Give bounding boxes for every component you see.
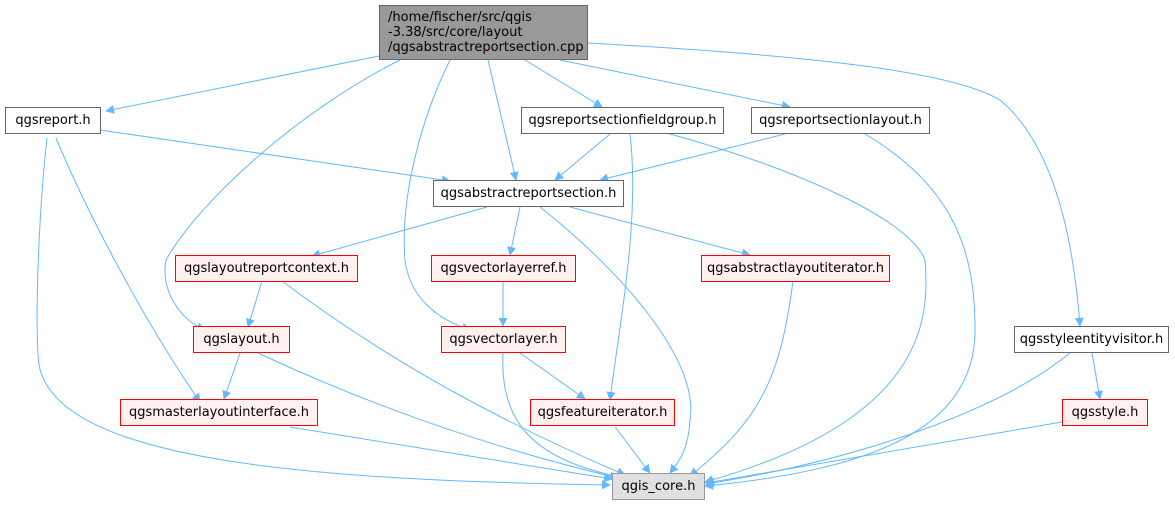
edge-styleentity-style — [1091, 352, 1104, 400]
edge-report-masterlayout — [55, 137, 201, 403]
node-vectorlayerref[interactable]: qgsvectorlayerref.h — [431, 255, 576, 282]
node-masterlayoutinterface[interactable]: qgsmasterlayoutinterface.h — [120, 399, 318, 426]
edge-report-abstractsection — [99, 129, 451, 185]
node-root-file[interactable]: /home/fischer/src/qgis -3.38/src/core/la… — [379, 5, 588, 60]
node-abstractreportsection[interactable]: qgsabstractreportsection.h — [433, 180, 624, 207]
edge-report-core — [36, 137, 611, 490]
node-layout[interactable]: qgslayout.h — [193, 326, 290, 353]
edge-abstractsection-vectorlayerref — [507, 206, 521, 256]
edge-layoutcontext-core — [281, 280, 626, 476]
edge-root-sectionlayout — [559, 59, 791, 110]
root-line-3: /qgsabstractreportsection.cpp — [388, 40, 584, 55]
edge-style-core — [705, 421, 1063, 487]
root-line-2: -3.38/src/core/layout — [388, 25, 523, 40]
edge-root-fieldgroup — [524, 59, 603, 108]
edge-fieldgroup-core — [669, 133, 927, 485]
node-reportsectionfieldgroup[interactable]: qgsreportsectionfieldgroup.h — [521, 107, 724, 134]
node-qgis-core[interactable]: qgis_core.h — [612, 473, 705, 500]
edge-abstractsection-layoutcontext — [311, 206, 488, 259]
edge-sectionlayout-abstractsection — [599, 133, 786, 183]
edge-layoutiterator-core — [689, 280, 794, 477]
node-qgsreport[interactable]: qgsreport.h — [5, 107, 101, 134]
edge-root-layout — [164, 59, 401, 332]
edge-featureiterator-core — [614, 426, 651, 474]
edge-root-qgsreport — [105, 55, 380, 114]
node-style[interactable]: qgsstyle.h — [1062, 399, 1148, 426]
node-layoutreportcontext[interactable]: qgslayoutreportcontext.h — [175, 255, 358, 282]
node-reportsectionlayout[interactable]: qgsreportsectionlayout.h — [751, 107, 930, 134]
edge-abstractsection-layoutiterator — [569, 206, 751, 258]
node-abstractlayoutiterator[interactable]: qgsabstractlayoutiterator.h — [701, 255, 890, 282]
edge-root-styleentity — [587, 42, 1084, 327]
edge-sectionlayout-core — [704, 133, 976, 490]
edge-layout-masterlayout — [222, 352, 241, 400]
node-styleentityvisitor[interactable]: qgsstyleentityvisitor.h — [1014, 326, 1169, 353]
node-vectorlayer[interactable]: qgsvectorlayer.h — [441, 326, 566, 353]
edge-abstractsection-core — [539, 206, 692, 474]
node-featureiterator[interactable]: qgsfeatureiterator.h — [530, 399, 675, 426]
edge-root-vectorlayer — [403, 59, 471, 332]
edge-vectorlayer-core — [502, 352, 626, 481]
edge-layout-core — [257, 352, 619, 481]
edge-fieldgroup-featureiterator — [606, 133, 634, 401]
edge-root-abstractsection — [487, 59, 519, 181]
root-line-1: /home/fischer/src/qgis — [388, 10, 532, 25]
edge-layoutcontext-layout — [246, 280, 263, 328]
edge-fieldgroup-abstractsection — [554, 133, 611, 181]
edge-vectorlayer-featureiterator — [519, 352, 586, 400]
edge-masterlayout-core — [289, 426, 613, 483]
